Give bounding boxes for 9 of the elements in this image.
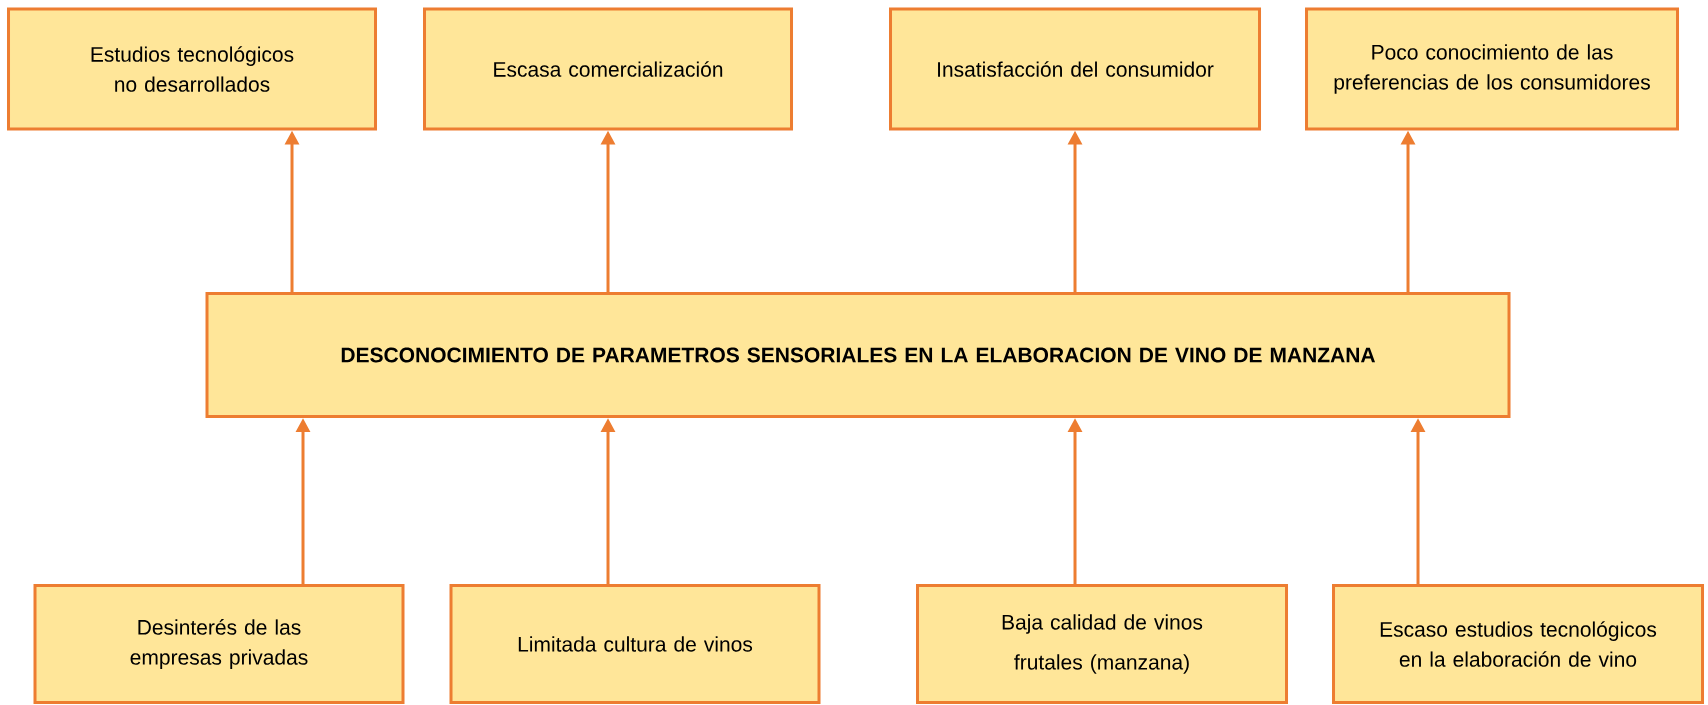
effect-box: Poco conocimiento de las preferencias de los consumidores [1305,7,1679,131]
effect-box: Escasa comercialización [423,7,793,131]
cause-box: Baja calidad de vinos frutales (manzana) [916,584,1288,704]
cause-box: Desinterés de las empresas privadas [33,584,405,704]
cause-box: Escaso estudios tecnológicos en la elaboración de vino [1332,584,1704,704]
effect-box: Insatisfacción del consumidor [889,7,1261,131]
cause-box: Limitada cultura de vinos [449,584,821,704]
problem-box: DESCONOCIMIENTO DE PARAMETROS SENSORIALES EN LA ELABORACION DE VINO DE MANZANA [205,292,1511,418]
effect-box: Estudios tecnológicos no desarrollados [7,7,377,131]
